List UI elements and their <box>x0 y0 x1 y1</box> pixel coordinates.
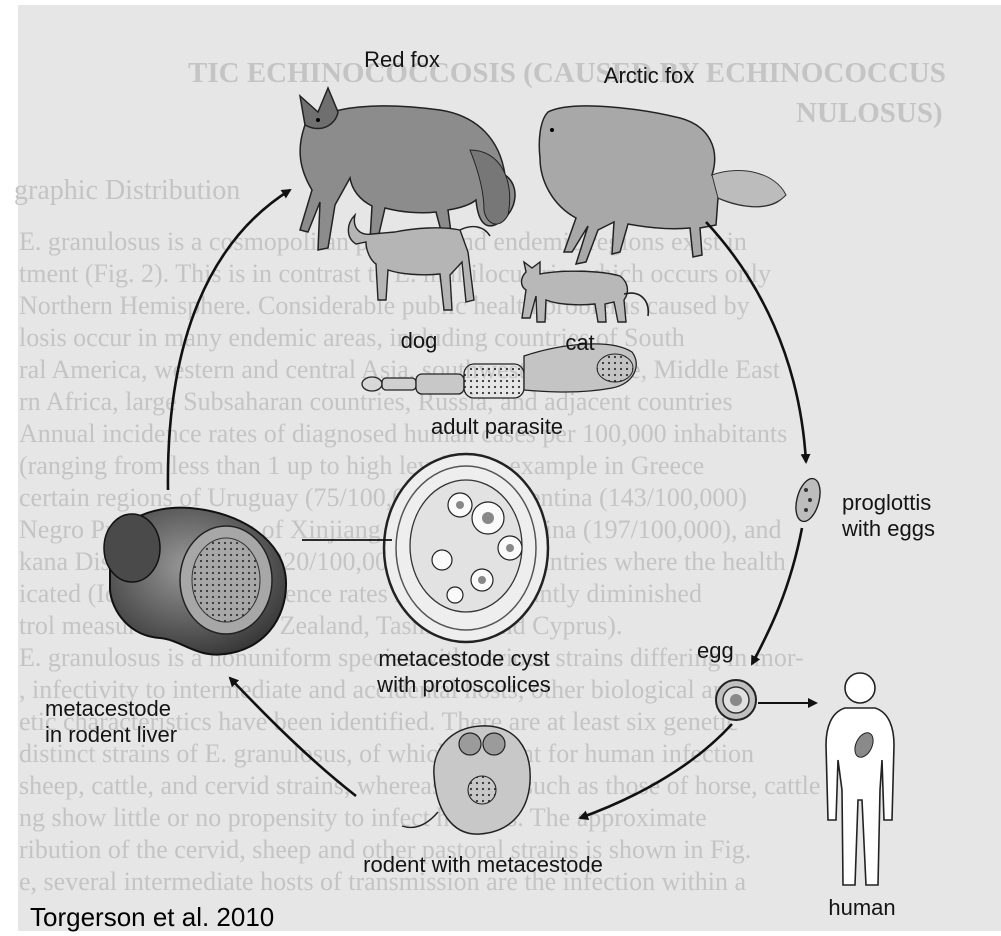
label-cyst-line1: metacestode cyst <box>378 646 549 672</box>
rodent-illustration <box>402 726 530 834</box>
arctic-fox-illustration <box>539 106 786 264</box>
rodent-liver-illustration <box>104 508 286 655</box>
arrow-rodent-to-liver <box>230 678 356 796</box>
dog-illustration <box>348 215 490 310</box>
label-red-fox: Red fox <box>364 47 440 73</box>
red-fox-illustration <box>300 88 515 250</box>
metacestode-cyst-illustration <box>384 454 548 642</box>
human-illustration <box>826 673 894 885</box>
label-cyst-line2: with protoscolices <box>377 672 551 698</box>
proglottis-illustration <box>792 476 825 524</box>
label-proglottis-line2: with eggs <box>842 516 935 542</box>
citation: Torgerson et al. 2010 <box>30 902 274 933</box>
label-dog: dog <box>401 328 438 354</box>
label-rodent: rodent with metacestode <box>363 852 603 878</box>
label-cat: cat <box>565 330 594 356</box>
label-human: human <box>828 895 895 921</box>
label-metacestode-line2: in rodent liver <box>45 722 177 748</box>
arrow-proglottis-to-egg <box>752 528 802 664</box>
cat-illustration <box>522 262 649 322</box>
arrow-egg-to-rodent <box>580 724 732 818</box>
arrow-liver-to-foxes <box>168 190 290 490</box>
label-arctic-fox: Arctic fox <box>604 63 694 89</box>
label-proglottis-line1: proglottis <box>842 490 931 516</box>
label-adult-parasite: adult parasite <box>431 414 563 440</box>
label-metacestode-line1: metacestode <box>45 696 171 722</box>
egg-illustration <box>716 680 756 720</box>
arrow-foxes-to-proglottis <box>706 222 806 462</box>
label-egg: egg <box>697 638 734 664</box>
